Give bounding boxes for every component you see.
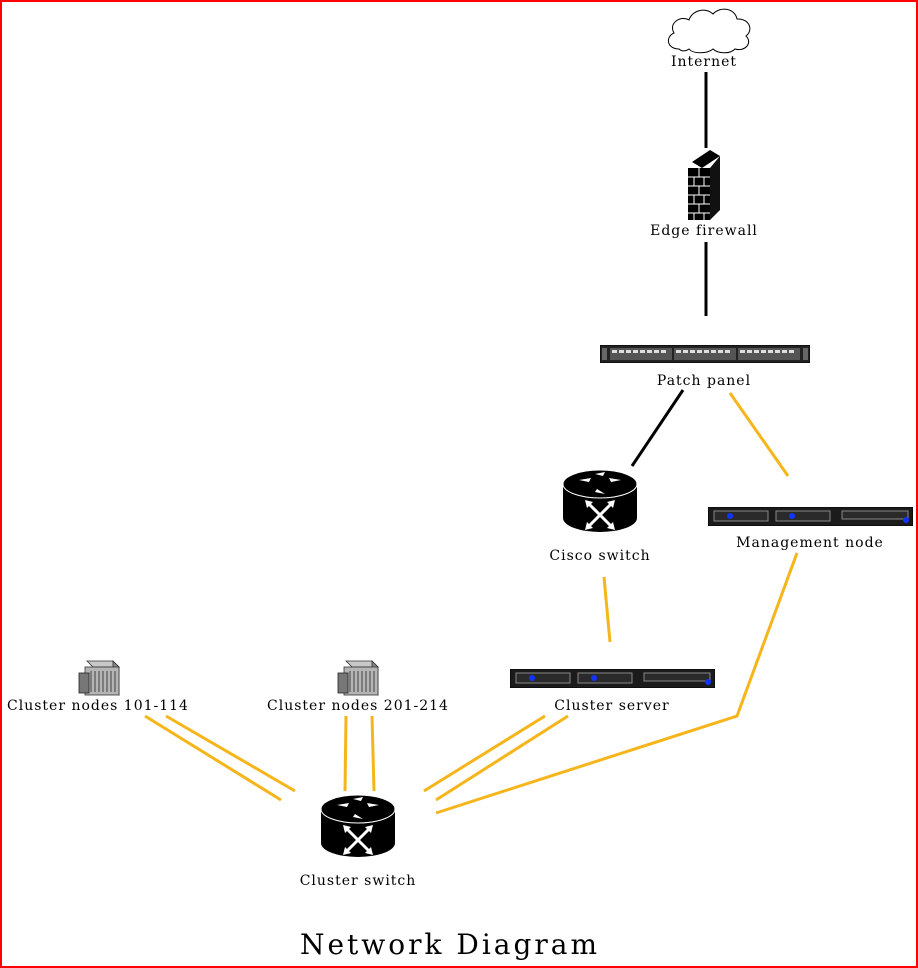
- cluster-nodes-201-label: Cluster nodes 201-214: [267, 698, 449, 714]
- link-server-cluster-switch-b: [435, 714, 569, 802]
- link-nodes101-cluster-switch-b: [165, 714, 296, 793]
- firewall-icon: [688, 150, 720, 220]
- link-cisco-switch-cluster-server: [602, 576, 612, 643]
- edge-firewall-label: Edge firewall: [650, 223, 758, 239]
- cisco-switch-label: Cisco switch: [549, 548, 651, 564]
- link-patch-panel-cisco-switch: [630, 389, 685, 467]
- patch-panel-label: Patch panel: [656, 373, 752, 389]
- rack-server-icon: [337, 660, 379, 696]
- router-icon: [562, 469, 638, 532]
- internet-label: Internet: [670, 54, 738, 70]
- server-icon: [708, 507, 913, 526]
- router-icon: [320, 794, 396, 857]
- cluster-switch-label: Cluster switch: [299, 873, 417, 889]
- link-nodes101-cluster-switch-a: [144, 714, 282, 802]
- cluster-server-label: Cluster server: [554, 698, 670, 714]
- link-nodes201-cluster-switch-a: [343, 715, 348, 792]
- server-icon: [510, 669, 715, 688]
- link-nodes201-cluster-switch-b: [370, 715, 376, 792]
- management-node-label: Management node: [736, 535, 884, 551]
- cluster-nodes-101-label: Cluster nodes 101-114: [7, 698, 189, 714]
- diagram-title: Network Diagram: [299, 928, 601, 961]
- link-patch-panel-management: [728, 392, 790, 477]
- link-management-cluster-switch: [435, 552, 799, 815]
- link-server-cluster-switch-a: [423, 714, 546, 793]
- rack-server-icon: [78, 660, 120, 696]
- patch-panel-icon: [600, 345, 810, 363]
- cloud-icon: [667, 8, 751, 54]
